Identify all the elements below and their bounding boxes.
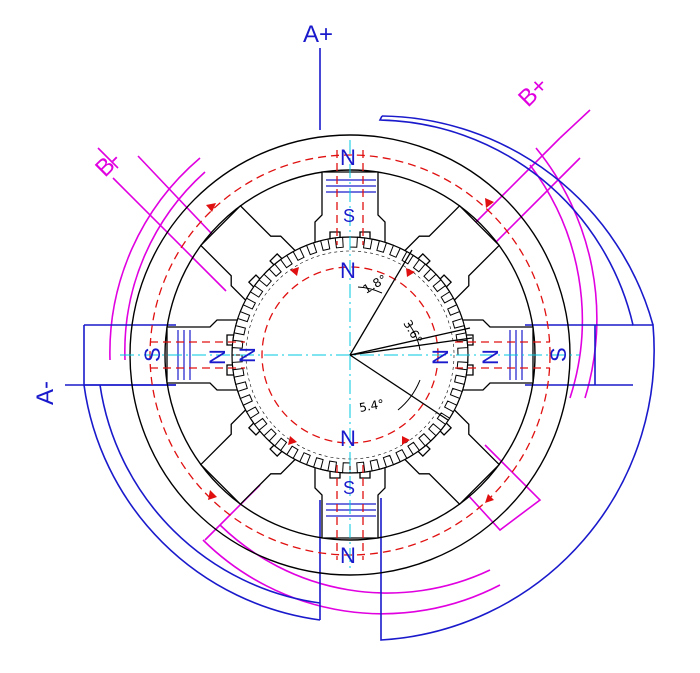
pole-rotor-right: N: [428, 349, 453, 365]
flux-arrows: [206, 198, 494, 503]
pole-stator-bottom-inner: S: [343, 478, 355, 498]
rotor-teeth-outline: [231, 236, 469, 474]
angle-label-3: 5.4°: [358, 397, 385, 415]
label-b-plus: B+: [513, 72, 553, 112]
pole-stator-right-inner: N: [478, 349, 503, 365]
pole-rotor-top: N: [340, 258, 356, 283]
label-a-plus: A+: [303, 21, 333, 48]
pole-letters: N S N N S N N N S N N S: [140, 145, 571, 568]
label-b-minus: B-: [90, 146, 126, 182]
angle-lines: [349, 249, 473, 421]
pole-stator-right-outer: S: [546, 347, 571, 362]
pole-rotor-left: N: [235, 347, 260, 363]
phase-a-winding: [65, 48, 655, 641]
pole-stator-bottom-outer: N: [340, 543, 356, 568]
rotor-teeth: [231, 236, 469, 474]
pole-rotor-bottom: N: [340, 426, 356, 451]
pole-stator-top-outer: N: [340, 145, 356, 170]
pole-stator-left-outer: S: [140, 347, 165, 362]
pole-stator-top-inner: S: [343, 206, 355, 226]
label-a-minus: A-: [32, 381, 59, 405]
pole-stator-left-inner: N: [205, 349, 230, 365]
